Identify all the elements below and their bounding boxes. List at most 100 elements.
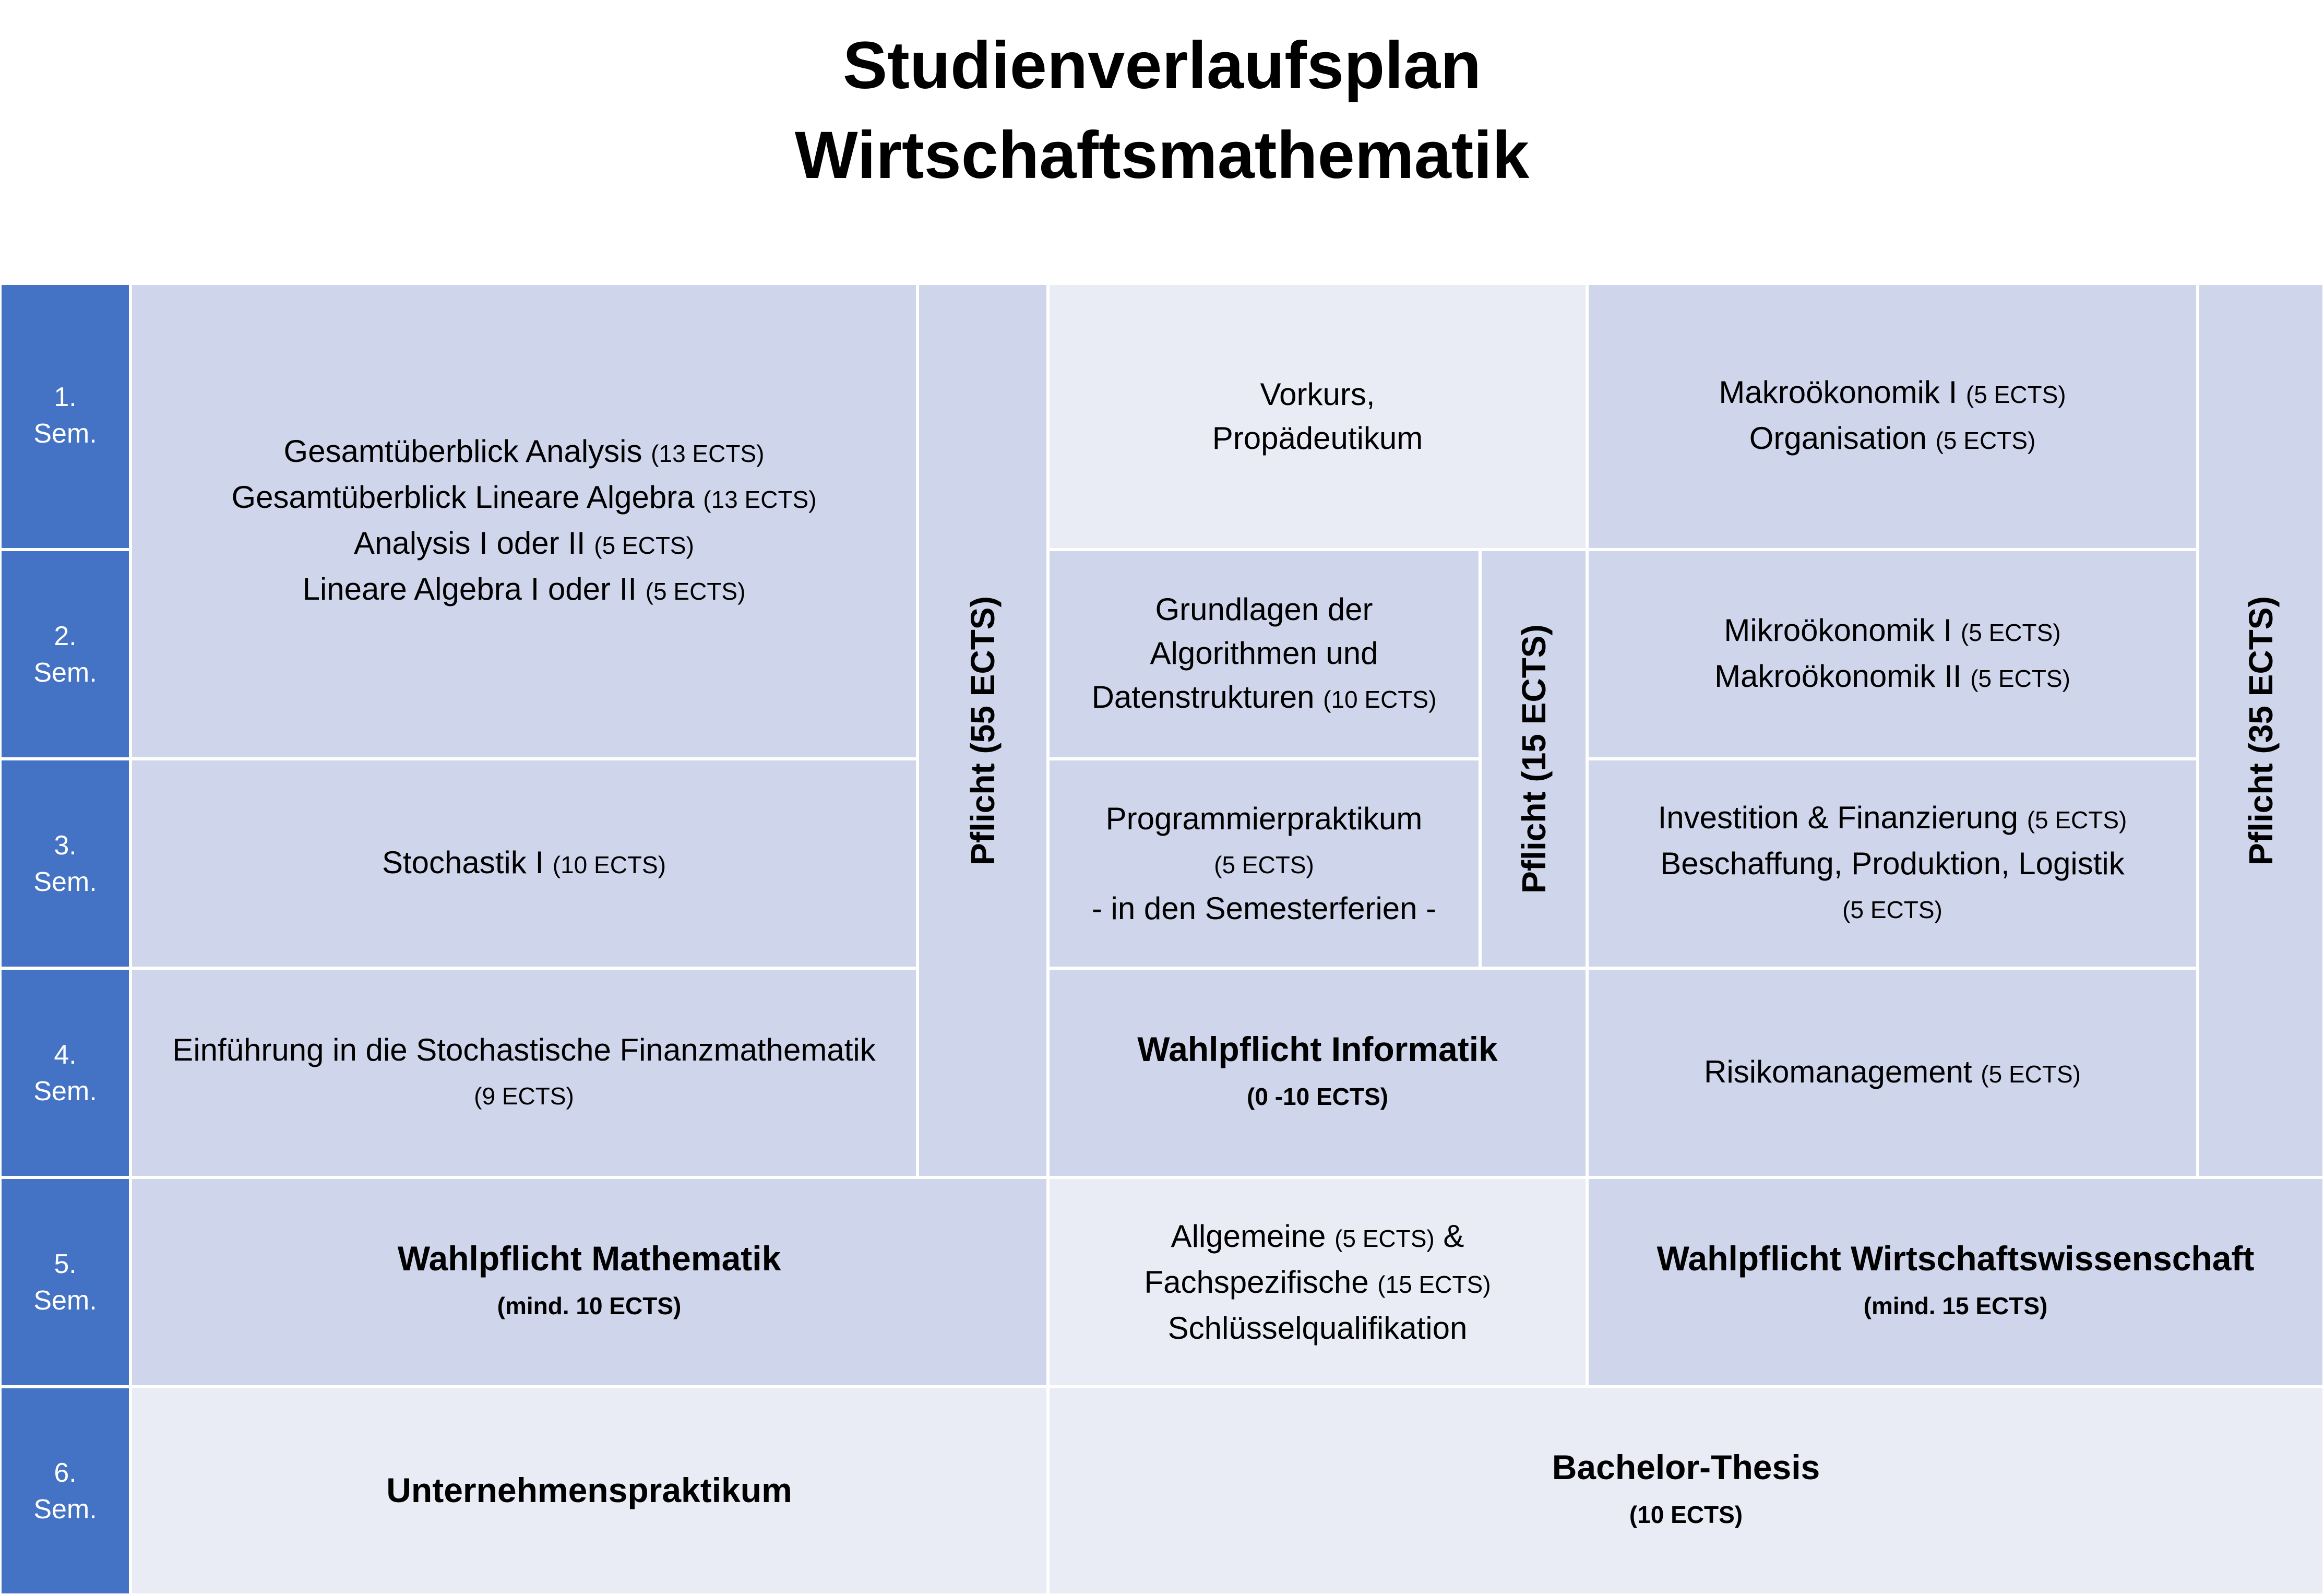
module-text: Algorithmen und (1150, 635, 1378, 671)
module-text: Allgemeine (1171, 1218, 1335, 1254)
cell-line: (0 -10 ECTS) (1247, 1073, 1388, 1118)
module-cell-p15: Pflicht (15 ECTS) (1480, 550, 1587, 968)
module-text: Wahlpflicht Mathematik (397, 1239, 781, 1278)
cell-line: Programmierpraktikum (1106, 797, 1423, 841)
ects-label: (13 ECTS) (703, 485, 817, 513)
cell-line: Sem. (33, 415, 97, 452)
ects-label: (5 ECTS) (645, 577, 746, 605)
ects-label: (5 ECTS) (1842, 896, 1942, 923)
module-cell-a12: Gesamtüberblick Analysis (13 ECTS)Gesamt… (130, 283, 917, 759)
module-text: Gesamtüberblick Analysis (283, 433, 651, 469)
module-text: 3. (54, 830, 77, 861)
module-text: Unternehmenspraktikum (386, 1471, 792, 1509)
module-text: Sem. (33, 419, 97, 449)
cell-line: Gesamtüberblick Lineare Algebra (13 ECTS… (231, 475, 816, 521)
page-title: Studienverlaufsplan Wirtschaftsmathemati… (0, 21, 2324, 200)
cell-line: Sem. (33, 1073, 97, 1110)
semester-label-s3: 3.Sem. (0, 759, 130, 968)
cell-line: Einführung in die Stochastische Finanzma… (172, 1028, 875, 1072)
cell-line: Allgemeine (5 ECTS) & (1171, 1215, 1464, 1260)
cell-line: Grundlagen der (1155, 588, 1373, 632)
ects-label: (5 ECTS) (594, 531, 694, 559)
cell-line: (5 ECTS) (1842, 886, 1942, 932)
module-cell-c3: Investition & Finanzierung (5 ECTS)Besch… (1587, 759, 2198, 968)
module-text: 1. (54, 382, 77, 412)
cell-line: Makroökonomik II (5 ECTS) (1714, 654, 2070, 700)
ects-label: (5 ECTS) (1970, 664, 2070, 692)
cell-line: Unternehmenspraktikum (386, 1468, 792, 1514)
module-cell-b4: Wahlpflicht Informatik (0 -10 ECTS) (1048, 968, 1587, 1177)
cell-line: Algorithmen und (1150, 632, 1378, 675)
module-text: 4. (54, 1039, 77, 1070)
module-cell-c4: Risikomanagement (5 ECTS) (1587, 968, 2198, 1177)
cell-line: (9 ECTS) (474, 1072, 574, 1118)
module-text: Grundlagen der (1155, 591, 1373, 627)
module-cell-c1: Makroökonomik I (5 ECTS)Organisation (5 … (1587, 283, 2198, 550)
ects-label: (mind. 10 ECTS) (497, 1292, 682, 1319)
module-text: Wahlpflicht Informatik (1137, 1030, 1498, 1068)
ects-label: (mind. 15 ECTS) (1863, 1292, 2048, 1319)
pflicht-label: Pflicht (15 ECTS) (1515, 624, 1553, 894)
cell-line: 1. (54, 379, 76, 415)
cell-line: Analysis I oder II (5 ECTS) (354, 521, 694, 567)
module-cell-a6: Unternehmenspraktikum (130, 1387, 1048, 1595)
cell-line: (10 ECTS) (1629, 1491, 1743, 1537)
module-text: 2. (54, 621, 77, 651)
cell-line: Sem. (33, 654, 97, 691)
cell-line: Sem. (33, 1491, 97, 1528)
cell-line: Propädeutikum (1212, 416, 1423, 460)
semester-label-s6: 6.Sem. (0, 1387, 130, 1595)
module-text: Bachelor-Thesis (1552, 1448, 1820, 1486)
cell-line: 5. (54, 1246, 76, 1282)
cell-line: Sem. (33, 864, 97, 900)
title-line-2: Wirtschaftsmathematik (794, 118, 1530, 193)
ects-label: (15 ECTS) (1377, 1270, 1491, 1298)
module-text: Makroökonomik I (1719, 375, 1966, 410)
cell-line: (mind. 15 ECTS) (1864, 1282, 2048, 1328)
pflicht-label: Pflicht (55 ECTS) (964, 596, 1002, 865)
module-text: Sem. (33, 1076, 97, 1106)
module-text: Stochastik I (382, 844, 553, 880)
module-cell-b1: Vorkurs,Propädeutikum (1048, 283, 1587, 550)
cell-line: Lineare Algebra I oder II (5 ECTS) (303, 567, 746, 613)
cell-line: Datenstrukturen (10 ECTS) (1092, 675, 1437, 721)
module-text: Programmierpraktikum (1105, 801, 1423, 836)
ects-label: (5 ECTS) (2027, 806, 2127, 834)
module-text: 5. (54, 1248, 77, 1279)
cell-line: 2. (54, 618, 76, 654)
cell-line: 6. (54, 1455, 76, 1491)
module-text: Lineare Algebra I oder II (302, 571, 646, 606)
cell-line: Stochastik I (10 ECTS) (382, 841, 666, 887)
module-text: Wahlpflicht Wirtschaftswissenschaft (1656, 1239, 2255, 1278)
ects-label: (5 ECTS) (1981, 1060, 2081, 1088)
module-text: Risikomanagement (1704, 1054, 1981, 1089)
cell-line: (mind. 10 ECTS) (497, 1282, 682, 1328)
cell-line: Sem. (33, 1282, 97, 1319)
ects-label: (13 ECTS) (651, 439, 765, 467)
module-text: - in den Semesterferien - (1091, 890, 1437, 926)
module-cell-c5: Wahlpflicht Wirtschaftswissenschaft (mind… (1587, 1177, 2324, 1387)
module-text: Fachspezifische (1144, 1264, 1378, 1300)
semester-label-s4: 4. Sem. (0, 968, 130, 1177)
module-text: Datenstrukturen (1091, 679, 1324, 715)
module-text: Gesamtüberblick Lineare Algebra (231, 479, 704, 515)
module-text: Einführung in die Stochastische Finanzma… (172, 1032, 876, 1067)
module-cell-p55: Pflicht (55 ECTS) (917, 283, 1048, 1177)
cell-line: 3. (54, 827, 76, 864)
semester-label-s2: 2.Sem. (0, 550, 130, 759)
module-text: Organisation (1749, 421, 1936, 456)
cell-line: Wahlpflicht Wirtschaftswissenschaft (1657, 1236, 2255, 1282)
ects-label: (5 ECTS) (1960, 618, 2061, 646)
module-text: Mikroökonomik I (1724, 612, 1961, 648)
semester-label-s5: 5.Sem. (0, 1177, 130, 1387)
ects-label: (10 ECTS) (1629, 1501, 1743, 1528)
module-cell-a5: Wahlpflicht Mathematik (mind. 10 ECTS) (130, 1177, 1048, 1387)
module-text: & (1434, 1218, 1464, 1254)
module-cell-b5: Allgemeine (5 ECTS) & Fachspezifische (15… (1048, 1177, 1587, 1387)
cell-line: (5 ECTS) (1214, 841, 1314, 887)
module-text: Sem. (33, 1494, 97, 1525)
ects-label: (5 ECTS) (1334, 1224, 1435, 1252)
cell-line: Wahlpflicht Informatik (1137, 1027, 1498, 1073)
semester-label-s1: 1. Sem. (0, 283, 130, 550)
cell-line: Organisation (5 ECTS) (1749, 416, 2036, 462)
